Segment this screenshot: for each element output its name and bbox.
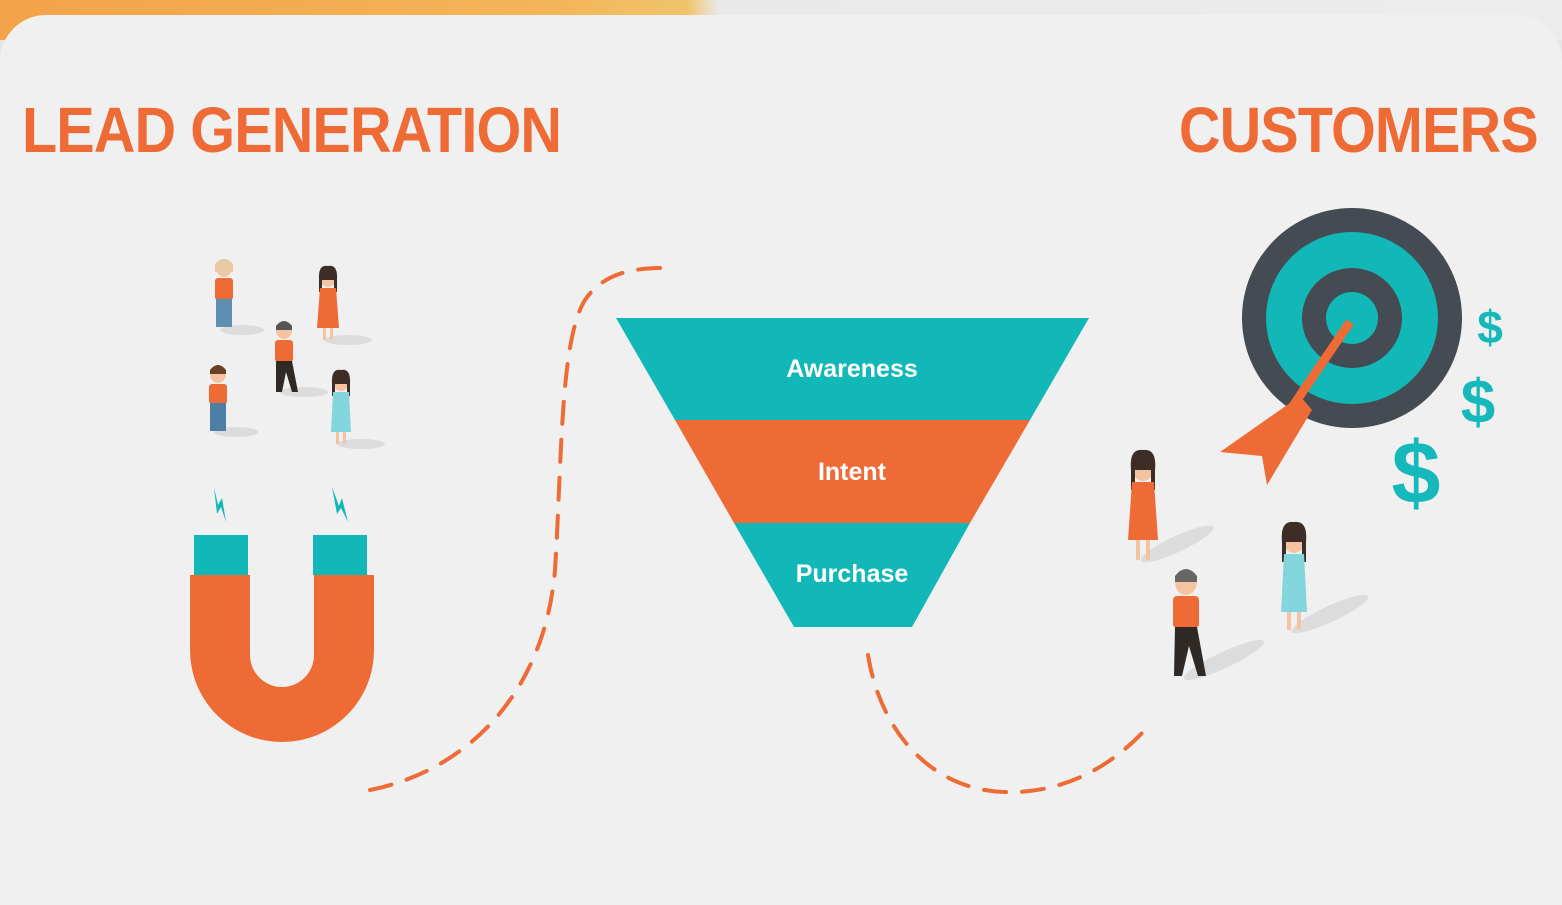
funnel-stage-intent [675,420,1030,523]
magnet-icon [190,487,374,742]
stage-label-awareness: Awareness [786,355,918,383]
dollar-icon: $ [1477,301,1503,353]
lead-people-group [209,259,385,449]
person-icon [215,259,264,335]
customer-people-group [1128,449,1369,680]
dollar-icon: $ [1392,423,1441,522]
stage-label-purchase: Purchase [796,560,909,588]
person-icon [1281,521,1369,634]
funnel-stage-awareness [616,318,1089,420]
dollar-icon: $ [1461,368,1495,437]
person-icon [209,365,258,437]
person-icon [275,321,328,397]
spark-icon [332,487,348,522]
funnel-stage-purchase [734,523,970,627]
target-icon [1242,208,1462,428]
lead-generation-title: LEAD GENERATION [22,94,562,166]
person-icon [331,369,385,449]
stage-label-intent: Intent [818,458,887,486]
spark-icon [214,487,226,522]
person-icon [1128,449,1214,563]
sales-funnel: Awareness Intent Purchase [616,318,1089,627]
arrow-icon [1220,319,1354,485]
person-icon [1173,569,1265,680]
customers-title: CUSTOMERS [1179,94,1539,166]
dashed-path-right [866,653,1154,795]
person-icon [317,265,372,345]
dashed-path-left [368,266,667,792]
